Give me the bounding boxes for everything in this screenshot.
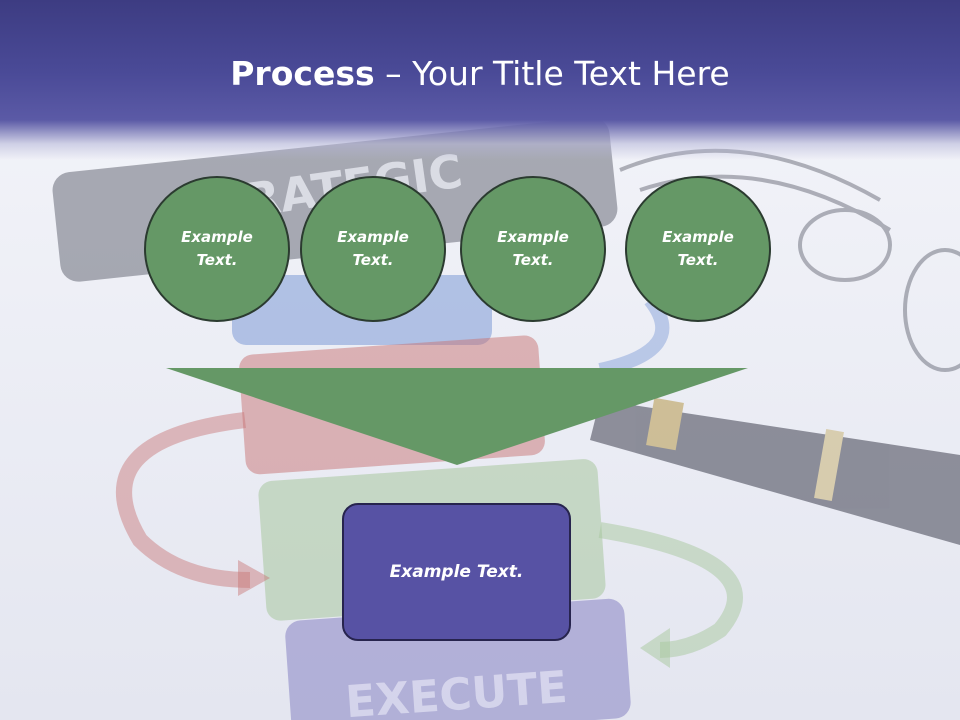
- process-step-circle-3[interactable]: Example Text.: [460, 176, 606, 322]
- pen-graphic: [590, 397, 960, 545]
- funnel-triangle: [166, 368, 748, 465]
- title-rest-part: – Your Title Text Here: [374, 54, 730, 93]
- circle-label: Example Text.: [181, 228, 253, 269]
- header-band: [0, 0, 960, 160]
- result-box[interactable]: Example Text.: [342, 503, 571, 641]
- process-step-circle-1[interactable]: Example Text.: [144, 176, 290, 322]
- process-step-circle-2[interactable]: Example Text.: [300, 176, 446, 322]
- result-box-label: Example Text.: [389, 562, 524, 582]
- title-bold-part: Process: [230, 54, 375, 93]
- green-arrow-graphic: [598, 522, 743, 658]
- page-title: Process – Your Title Text Here: [0, 52, 960, 96]
- process-step-circle-4[interactable]: Example Text.: [625, 176, 771, 322]
- blue-arrow-graphic: [598, 295, 670, 377]
- circle-label: Example Text.: [497, 228, 569, 269]
- circle-label: Example Text.: [662, 228, 734, 269]
- circle-label: Example Text.: [337, 228, 409, 269]
- red-arrow-graphic: [116, 412, 251, 588]
